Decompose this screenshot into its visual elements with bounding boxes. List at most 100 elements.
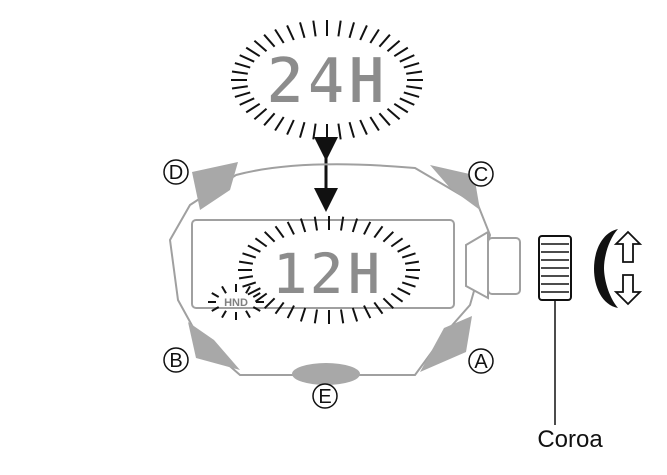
flash-ray bbox=[393, 46, 409, 58]
rotate-up-arrow-icon bbox=[613, 230, 643, 263]
lcd-window bbox=[191, 219, 455, 309]
flash-ray bbox=[263, 112, 276, 126]
flash-ray bbox=[337, 123, 342, 140]
top-lcd-group: 24H bbox=[231, 20, 423, 140]
button-label-a: A bbox=[468, 348, 494, 374]
flash-ray bbox=[340, 309, 345, 324]
flash-ray bbox=[253, 39, 268, 52]
flash-ray bbox=[231, 85, 248, 90]
flash-ray bbox=[239, 54, 255, 63]
flash-ray bbox=[263, 231, 276, 243]
flash-ray bbox=[351, 307, 359, 322]
svg-text:E: E bbox=[318, 386, 331, 408]
flash-ray bbox=[263, 34, 276, 48]
flash-ray bbox=[234, 62, 251, 69]
flash-ray bbox=[369, 116, 380, 132]
flash-ray bbox=[253, 108, 268, 121]
flash-ray bbox=[238, 260, 254, 265]
crown-stub bbox=[487, 237, 521, 295]
watch-body: 12H HND bbox=[168, 162, 521, 385]
flash-ray bbox=[263, 297, 276, 309]
button-d-shape[interactable] bbox=[192, 162, 238, 210]
flash-rays-top bbox=[231, 20, 423, 140]
bottom-lcd-text: 12H bbox=[273, 240, 384, 308]
flash-ray bbox=[390, 237, 404, 248]
button-e-shape[interactable] bbox=[292, 363, 360, 385]
flash-ray bbox=[299, 121, 306, 138]
button-label-b: B bbox=[163, 347, 189, 373]
flash-ray bbox=[299, 22, 306, 39]
flash-rays-hnd bbox=[208, 284, 264, 320]
crown-guard bbox=[465, 230, 489, 300]
flash-ray bbox=[211, 306, 220, 312]
flash-ray bbox=[397, 287, 411, 296]
flash-ray bbox=[245, 102, 261, 114]
crown-detail[interactable]: Coroa bbox=[537, 235, 603, 453]
flash-ray bbox=[406, 85, 423, 90]
flash-ray bbox=[274, 116, 285, 132]
flash-ray bbox=[245, 285, 251, 294]
flash-ray bbox=[221, 310, 227, 319]
flash-ray bbox=[286, 119, 295, 136]
flash-ray bbox=[363, 221, 372, 235]
flash-ray bbox=[274, 225, 285, 239]
flash-ray bbox=[254, 237, 268, 248]
flash-ray bbox=[390, 292, 404, 303]
flash-ray bbox=[406, 70, 423, 75]
flash-ray bbox=[393, 102, 409, 114]
flash-ray bbox=[211, 292, 220, 298]
flash-ray bbox=[363, 305, 372, 319]
flash-ray bbox=[299, 218, 307, 233]
flash-ray bbox=[348, 22, 355, 39]
button-label-e: E bbox=[312, 383, 338, 409]
flash-ray bbox=[245, 310, 251, 319]
flash-ray bbox=[234, 91, 251, 98]
flash-ray bbox=[313, 216, 318, 231]
flash-ray bbox=[359, 119, 368, 136]
svg-text:A: A bbox=[474, 351, 488, 373]
button-a-shape[interactable] bbox=[420, 316, 472, 372]
button-c-shape[interactable] bbox=[430, 165, 480, 210]
flash-ray bbox=[369, 28, 380, 44]
flash-ray bbox=[254, 292, 268, 303]
flash-ray bbox=[399, 54, 415, 63]
flash-ray bbox=[373, 225, 384, 239]
flash-ray bbox=[404, 275, 420, 280]
flash-ray bbox=[351, 218, 359, 233]
flash-ray bbox=[312, 20, 317, 37]
flash-ray bbox=[403, 91, 420, 98]
flash-ray bbox=[242, 252, 257, 259]
flash-ray bbox=[337, 20, 342, 37]
flash-ray bbox=[252, 292, 261, 298]
top-lcd-text: 24H bbox=[266, 45, 388, 119]
flash-ray bbox=[286, 221, 295, 235]
button-label-c: C bbox=[468, 161, 494, 187]
flash-ray bbox=[313, 309, 318, 324]
flash-ray bbox=[221, 285, 227, 294]
flash-ray bbox=[231, 70, 248, 75]
flash-rays-bottom bbox=[238, 216, 420, 324]
flash-ray bbox=[401, 281, 416, 288]
flash-ray bbox=[382, 231, 395, 243]
flash-ray bbox=[382, 297, 395, 309]
flash-ray bbox=[359, 24, 368, 41]
hand-indicator-text: HND bbox=[224, 297, 248, 309]
flash-ray bbox=[238, 275, 254, 280]
flash-ray bbox=[299, 307, 307, 322]
rotate-down-arrow-icon bbox=[613, 274, 643, 306]
flash-ray bbox=[348, 121, 355, 138]
flash-ray bbox=[312, 123, 317, 140]
flash-ray bbox=[247, 244, 261, 253]
flash-ray bbox=[274, 28, 285, 44]
flash-ray bbox=[386, 108, 401, 121]
crown-knurling bbox=[541, 243, 569, 293]
svg-text:C: C bbox=[474, 164, 488, 186]
button-b-shape[interactable] bbox=[188, 322, 240, 370]
flash-ray bbox=[386, 39, 401, 52]
flash-ray bbox=[247, 287, 261, 296]
flash-ray bbox=[404, 260, 420, 265]
flash-ray bbox=[252, 306, 261, 312]
flash-ray bbox=[286, 305, 295, 319]
flash-ray bbox=[373, 301, 384, 315]
